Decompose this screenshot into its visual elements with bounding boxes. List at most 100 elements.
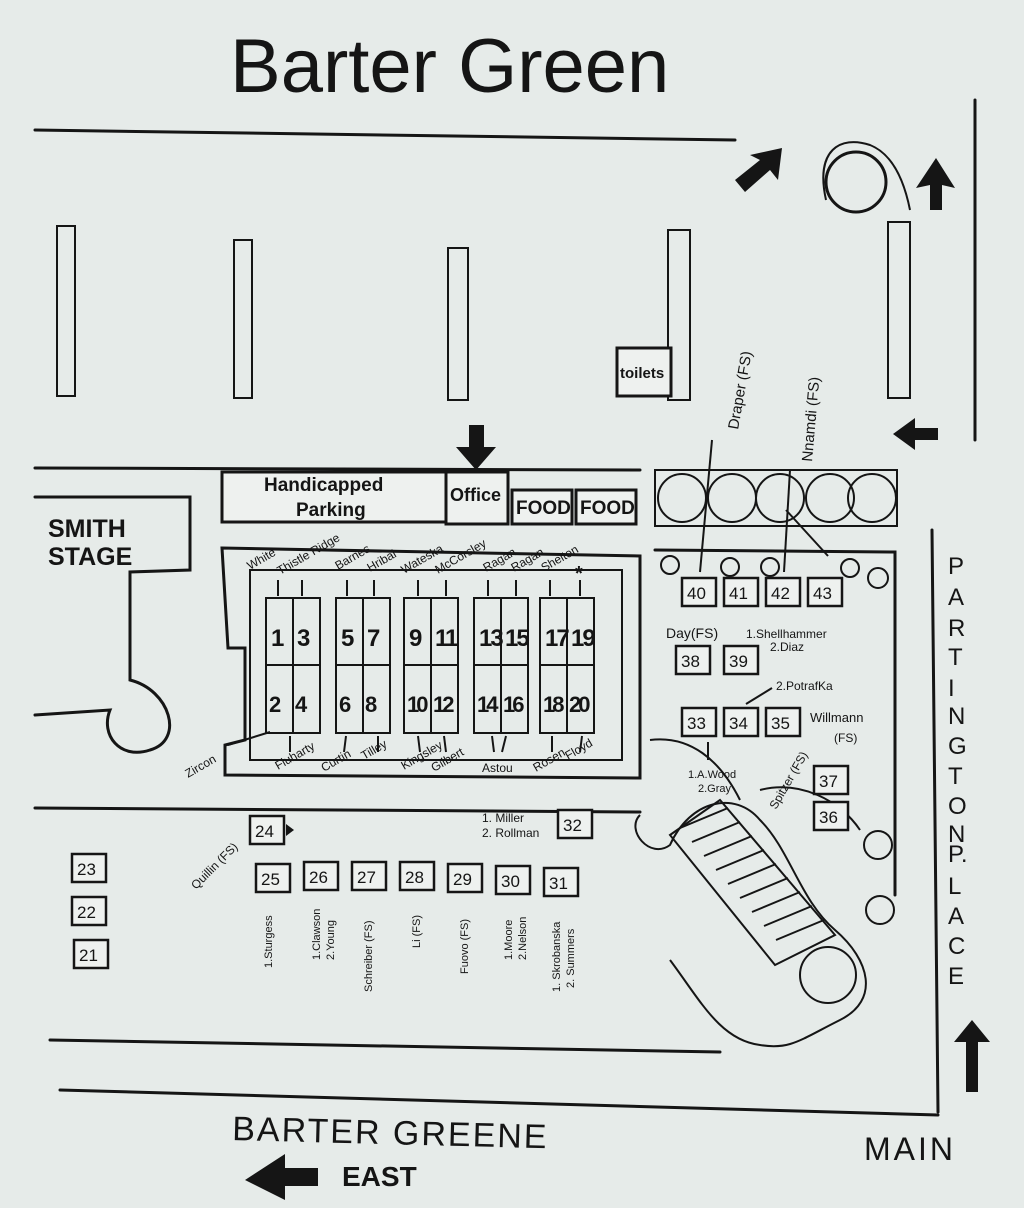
booth-number: 39 <box>729 652 748 671</box>
main-label: MAIN <box>864 1131 956 1167</box>
booth-number: 2 <box>269 692 281 717</box>
vendor-name: Zircon <box>183 752 219 781</box>
booth-box <box>302 860 340 892</box>
booth-number: 23 <box>77 860 96 879</box>
booth-number: 18 <box>543 692 564 717</box>
vendor-name: Rosen <box>531 745 568 774</box>
booth-number: 31 <box>549 874 568 893</box>
booth-number: 21 <box>79 946 98 965</box>
booth-number: 27 <box>357 868 376 887</box>
small-trees <box>660 555 895 925</box>
pointer-line <box>745 687 773 705</box>
booth-name: 1.Sturgess <box>263 915 275 968</box>
street-letter: G <box>948 733 967 760</box>
booth-number: 19 <box>571 625 595 652</box>
booth-name: Fuovo (FS) <box>459 919 471 974</box>
booth-box <box>70 895 108 927</box>
pointer-line <box>699 439 713 573</box>
roundabout-road <box>822 141 911 211</box>
booth-box <box>722 706 760 738</box>
food-label-1: FOOD <box>516 498 571 519</box>
booth-number: 14 <box>477 692 499 717</box>
booth-name: Spitzer (FS) <box>766 749 810 811</box>
booth-box <box>542 866 580 898</box>
vendor-pointer <box>501 735 507 753</box>
booth-box <box>764 576 802 608</box>
booth-number: 8 <box>365 692 377 717</box>
booth-name: Li (FS) <box>411 915 423 948</box>
booth-number: 11 <box>435 625 458 652</box>
left-area-outline <box>33 495 192 754</box>
vendor-name: Tilley <box>359 737 390 763</box>
booth-box <box>674 644 712 676</box>
handicapped-label-line1: Handicapped <box>264 475 383 496</box>
booth-box <box>446 862 484 894</box>
roundabout <box>824 150 888 214</box>
handicapped-label-line2: Parking <box>296 500 366 521</box>
booth-name: 2.Nelson <box>517 917 529 960</box>
booth-number: 15 <box>505 625 529 652</box>
tree-strip <box>654 469 898 527</box>
right-garden-outline <box>653 548 897 897</box>
booth-name: Willmann <box>810 710 863 725</box>
booth-box <box>254 862 292 894</box>
booth-name: 1. Miller <box>482 811 524 825</box>
booth-name: 1.Clawson <box>311 909 323 960</box>
booth-number: 16 <box>503 692 524 717</box>
vendor-name: Fluharty <box>273 739 318 773</box>
booth-box <box>812 764 850 796</box>
booth-box <box>812 800 850 832</box>
sidewalk-line <box>33 806 642 814</box>
booth-box <box>764 706 802 738</box>
booth-box <box>722 576 760 608</box>
top-road-line <box>33 128 737 142</box>
booth-number: 1 <box>271 625 284 652</box>
arrow-down-icon <box>456 425 496 470</box>
booth-number: 40 <box>687 584 706 603</box>
booth-number: 10 <box>407 692 428 717</box>
pointer-line <box>785 509 829 557</box>
vendor-pointer <box>443 735 447 753</box>
booth-number: 41 <box>729 584 748 603</box>
booth-name: 1.Moore <box>503 920 515 960</box>
booth-box <box>70 852 108 884</box>
booth-number: 36 <box>819 808 838 827</box>
booth-number: 42 <box>771 584 790 603</box>
booth-number: 34 <box>729 714 748 733</box>
booth-number: 13 <box>479 625 503 652</box>
vendor-name: Astou <box>482 761 513 775</box>
booth-name: Quillin (FS) <box>188 840 240 892</box>
parking-bar <box>233 239 253 399</box>
office-label: Office <box>450 485 501 505</box>
booth-name: 1.A.Wood <box>688 769 736 781</box>
street-letter: R <box>948 615 965 642</box>
booth-box <box>350 860 388 892</box>
booth-number: 17 <box>545 625 569 652</box>
stairs <box>679 807 825 941</box>
bottom-street-line-2 <box>58 1088 940 1117</box>
booth-box <box>680 706 718 738</box>
vendor-name: Curtin <box>319 746 354 774</box>
booth-name: 2.Gray <box>698 783 732 795</box>
booth-number: 3 <box>297 625 310 652</box>
booth-number: 26 <box>309 868 328 887</box>
vendor-block-outline <box>220 546 642 780</box>
vendor-name: Floyd <box>563 736 595 763</box>
booth-box <box>806 576 844 608</box>
booth-name: (FS) <box>834 731 857 745</box>
booth-number: 22 <box>77 903 96 922</box>
vendor-pointer <box>343 735 347 753</box>
booth-number: 4 <box>295 692 308 717</box>
parking-bar <box>56 225 76 397</box>
arrow-left-icon <box>893 418 938 450</box>
food-stand <box>574 488 638 526</box>
middle-road-line <box>33 466 642 472</box>
star-marker: * <box>575 563 583 585</box>
booth-name: 1. Skrobanska <box>551 921 563 992</box>
vendor-pointer <box>491 735 495 753</box>
street-letter: N <box>948 821 965 848</box>
